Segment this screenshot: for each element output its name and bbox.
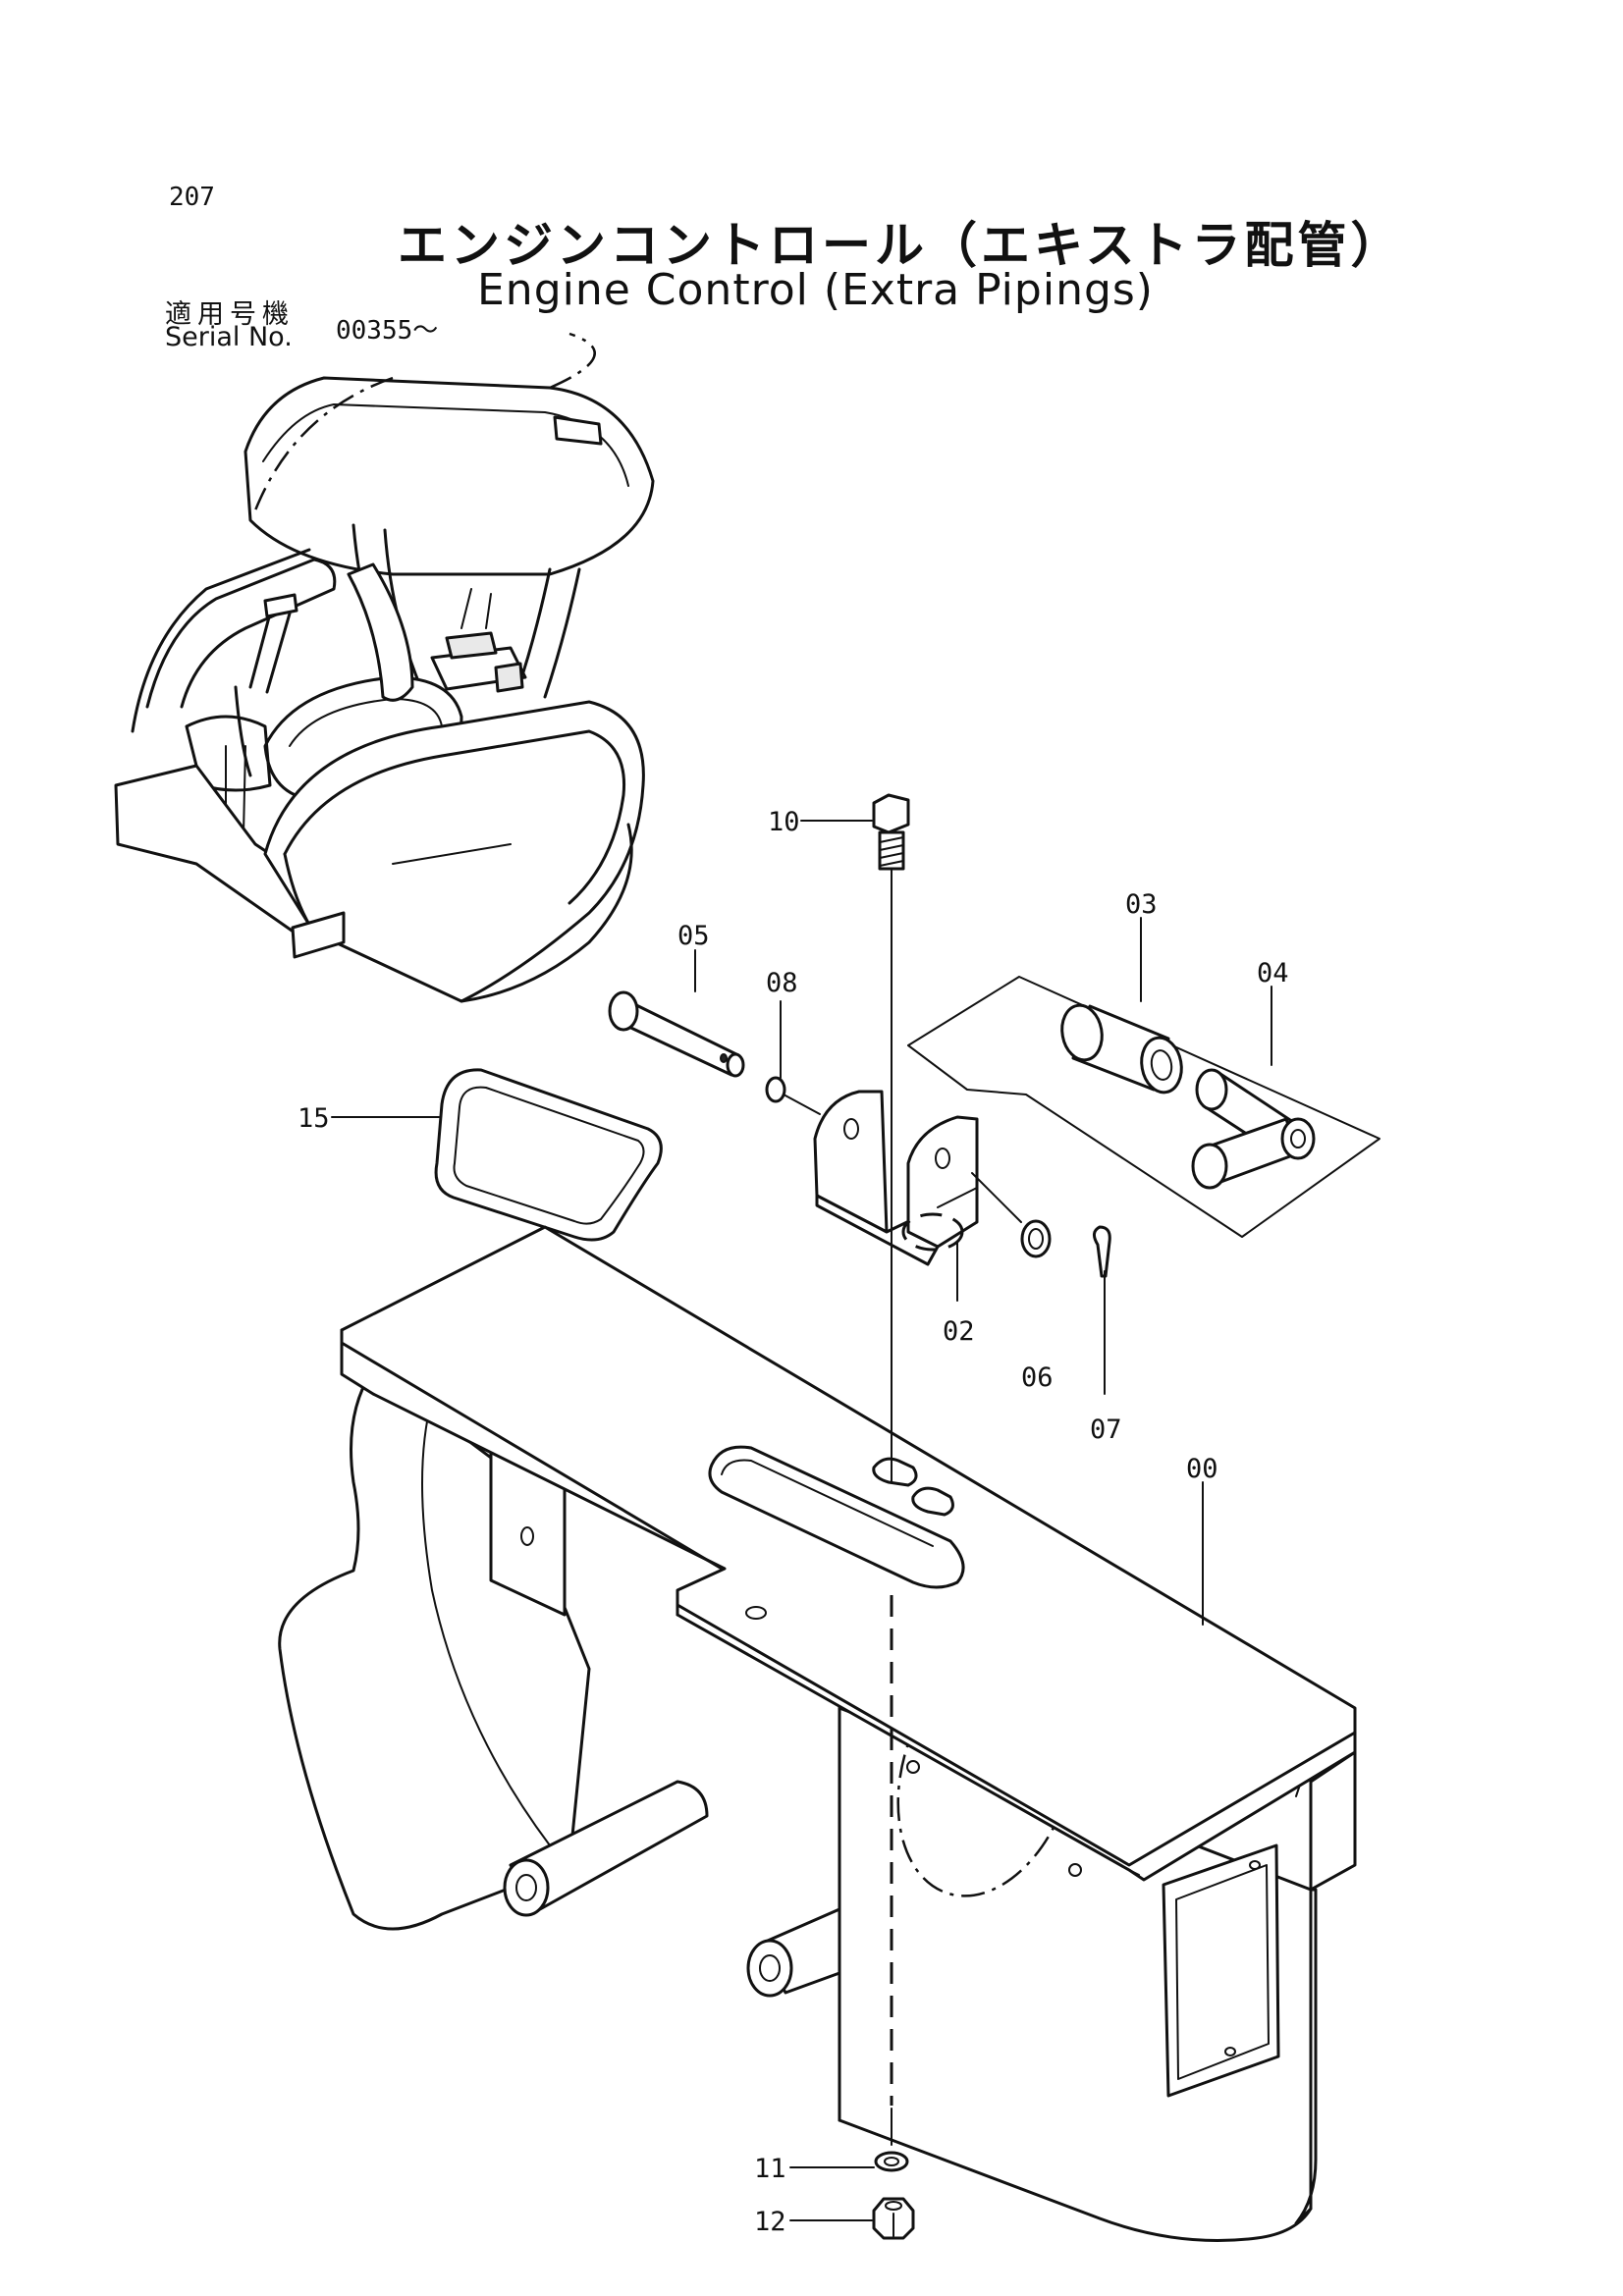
part-00-main-bracket [278, 1225, 1357, 2242]
label-10: 10 [768, 807, 800, 837]
label-02: 02 [943, 1316, 975, 1347]
label-03: 03 [1125, 889, 1158, 920]
part-03-sleeve [1060, 1003, 1183, 1095]
part-06-washer [971, 1172, 1052, 1258]
serial-label-japanese: 適用号機 [165, 299, 295, 330]
label-06: 06 [1021, 1362, 1054, 1393]
page-number: 207 [169, 183, 215, 212]
machine-overview-illustration [114, 332, 655, 1003]
part-11-lock-washer [874, 2151, 909, 2172]
label-11: 11 [754, 2154, 786, 2184]
label-15: 15 [298, 1103, 330, 1134]
kit-outline-03-04 [907, 976, 1380, 1238]
leader-lines [331, 820, 1272, 2221]
part-07-cotter-pin [1093, 1225, 1111, 1395]
label-07: 07 [1090, 1415, 1122, 1445]
serial-label-english: Serial No. [165, 322, 293, 352]
part-12-hex-nut [872, 2197, 915, 2240]
title-japanese: エンジンコントロール（エキストラ配管） [398, 217, 1404, 274]
title-english: Engine Control (Extra Pipings) [477, 265, 1154, 315]
part-05-clevis-pin [608, 990, 745, 1078]
label-05: 05 [677, 921, 710, 951]
serial-number-value: 00355～ [336, 316, 439, 346]
label-12: 12 [754, 2207, 786, 2237]
label-04: 04 [1257, 958, 1289, 988]
part-10-bolt [872, 793, 910, 2146]
part-08-washer [765, 1076, 821, 1115]
part-02-lever-bracket [813, 1090, 979, 1266]
label-08: 08 [766, 968, 798, 998]
part-labels: 10 05 08 03 04 15 02 06 07 00 11 12 [298, 807, 1289, 2237]
part-04-shaft [1191, 1068, 1316, 1190]
label-00: 00 [1186, 1454, 1218, 1484]
